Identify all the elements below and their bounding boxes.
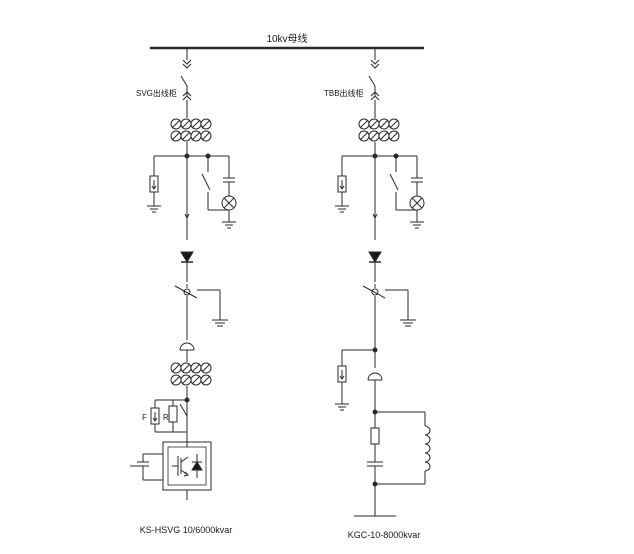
tbb-device-label: KGC-10-8000kvar <box>348 530 421 540</box>
current-transformer-icon <box>170 118 212 142</box>
ground-icon <box>222 221 236 229</box>
load-switch-icon <box>362 285 386 299</box>
freewheel-diode-icon <box>191 454 203 478</box>
svg-feeder <box>130 48 237 500</box>
ground-icon <box>147 205 161 213</box>
circuit-breaker-icon <box>180 75 188 87</box>
svg-cabinet-label: SVG出线柜 <box>136 88 177 98</box>
indicator-lamp-icon <box>221 195 237 211</box>
cable-terminal-icon <box>179 342 195 351</box>
r-label: R <box>163 413 169 422</box>
diode-icon <box>368 251 382 263</box>
plug-contact-icon <box>182 59 192 65</box>
current-transformer-icon <box>170 362 212 386</box>
diode-icon <box>180 251 194 263</box>
disconnector-icon <box>201 173 211 191</box>
ground-icon <box>212 319 228 327</box>
plug-contact-icon <box>370 59 380 65</box>
igbt-icon <box>172 456 189 477</box>
disconnector-icon <box>389 173 399 191</box>
bypass-switch-icon <box>179 403 188 417</box>
resistor-icon <box>168 405 178 423</box>
ground-icon <box>335 205 349 213</box>
ground-icon <box>335 403 349 411</box>
plug-contact-icon <box>182 91 192 97</box>
load-switch-icon <box>174 285 198 299</box>
tbb-feeder <box>335 48 431 517</box>
fuse-icon <box>370 427 380 445</box>
f-label: F <box>142 413 147 422</box>
ground-icon <box>410 221 424 229</box>
cable-terminal-icon <box>367 372 383 381</box>
busbar-label: 10kv母线 <box>266 32 307 45</box>
ground-icon <box>400 319 416 327</box>
svg-device-label: KS-HSVG 10/6000kvar <box>140 525 233 535</box>
circuit-breaker-icon <box>368 75 376 87</box>
current-transformer-icon <box>358 118 400 142</box>
reactor-coil-icon <box>424 425 431 472</box>
indicator-lamp-icon <box>409 195 425 211</box>
tbb-cabinet-label: TBB出线柜 <box>324 88 364 98</box>
plug-contact-icon <box>370 91 380 97</box>
svg-converter-box <box>162 441 212 491</box>
